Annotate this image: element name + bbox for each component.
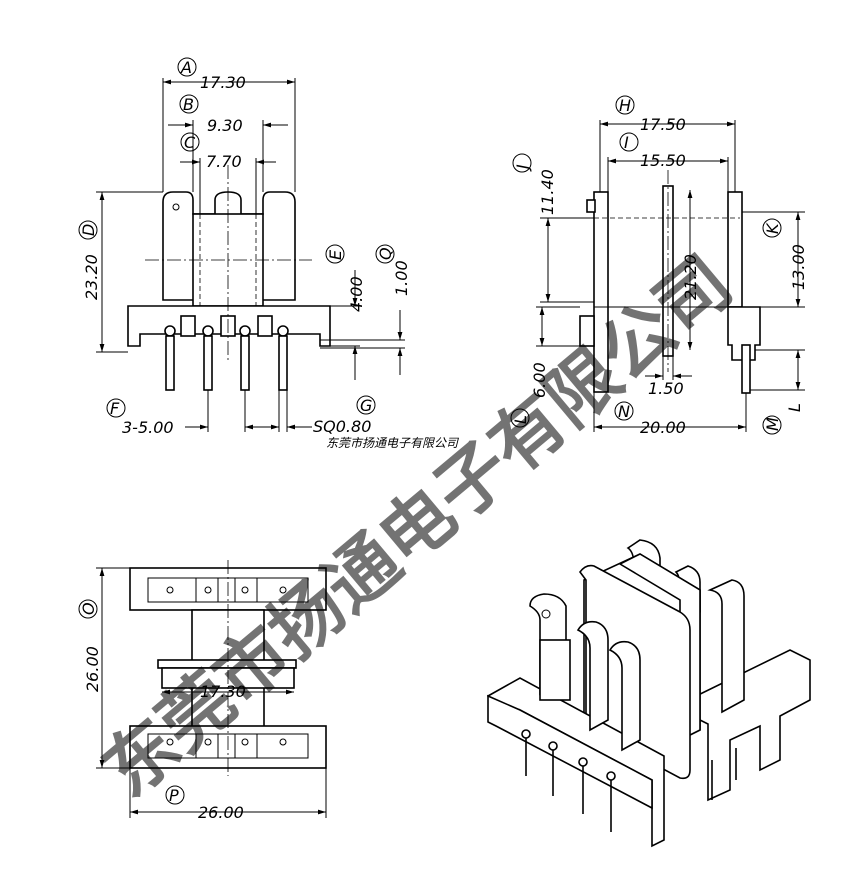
label-q-circle	[375, 244, 395, 264]
label-h-circle	[615, 95, 635, 115]
label-c: C	[184, 133, 196, 152]
label-j-circle	[512, 153, 532, 173]
label-n: N	[618, 402, 630, 421]
dim-flange: 1.50	[648, 379, 684, 398]
label-d-circle	[78, 220, 98, 240]
label-e: E	[326, 249, 345, 260]
dim-q: 1.00	[392, 260, 411, 296]
label-k-circle	[762, 218, 782, 238]
label-d: D	[79, 224, 98, 236]
label-m-circle	[762, 415, 782, 435]
label-p: P	[169, 786, 179, 805]
label-g-circle	[356, 395, 376, 415]
label-l-small: L	[785, 403, 804, 412]
label-h: H	[619, 96, 631, 115]
label-e-circle	[325, 244, 345, 264]
label-m: M	[763, 417, 782, 431]
dim-g: SQ0.80	[313, 417, 371, 436]
label-o: O	[79, 602, 98, 615]
dim-j: 11.40	[538, 169, 557, 215]
dim-c: 7.70	[206, 152, 242, 171]
label-q: Q	[376, 247, 395, 260]
side-view: H 17.50 I 15.50 J 11.40 21.20 K 13.00 L …	[510, 95, 808, 437]
label-g: G	[360, 396, 372, 415]
label-f-circle	[106, 398, 126, 418]
label-a: A	[180, 58, 192, 77]
dim-k: 13.00	[789, 244, 808, 290]
label-b-circle	[179, 94, 199, 114]
label-o-circle	[78, 599, 98, 619]
dim-l: 6.00	[530, 362, 549, 398]
dim-n: 20.00	[640, 418, 686, 437]
dim-o: 26.00	[83, 646, 102, 692]
dim-a: 17.30	[200, 73, 246, 92]
label-c-circle	[180, 132, 200, 152]
label-b: B	[183, 95, 194, 114]
dim-p: 26.00	[198, 803, 244, 822]
label-l: L	[511, 415, 530, 424]
dim-i: 15.50	[640, 151, 686, 170]
label-j: J	[513, 164, 532, 172]
label-a-circle	[177, 57, 197, 77]
dim-center: 17.30	[200, 682, 246, 701]
label-p-circle	[165, 785, 185, 805]
dim-h: 17.50	[640, 115, 686, 134]
label-k: K	[763, 222, 782, 234]
label-f: F	[110, 399, 120, 418]
watermark-small: 东莞市扬通电子有限公司	[326, 436, 459, 450]
dim-f: 3-5.00	[122, 418, 174, 437]
label-l-circle	[510, 408, 530, 428]
dim-e: 4.00	[347, 276, 366, 312]
isometric-view	[487, 539, 811, 848]
dim-b: 9.30	[207, 116, 243, 135]
label-i: I	[624, 133, 629, 152]
front-view: A 17.30 B 9.30 C 7.70 D 23.20 E 4.00	[78, 57, 411, 437]
label-i-circle	[619, 132, 639, 152]
dim-d: 23.20	[82, 254, 101, 300]
dim-inner: 21.20	[681, 254, 700, 300]
label-n-circle	[614, 401, 634, 421]
bottom-view: O 26.00 17.30 P 26.00	[78, 560, 327, 822]
